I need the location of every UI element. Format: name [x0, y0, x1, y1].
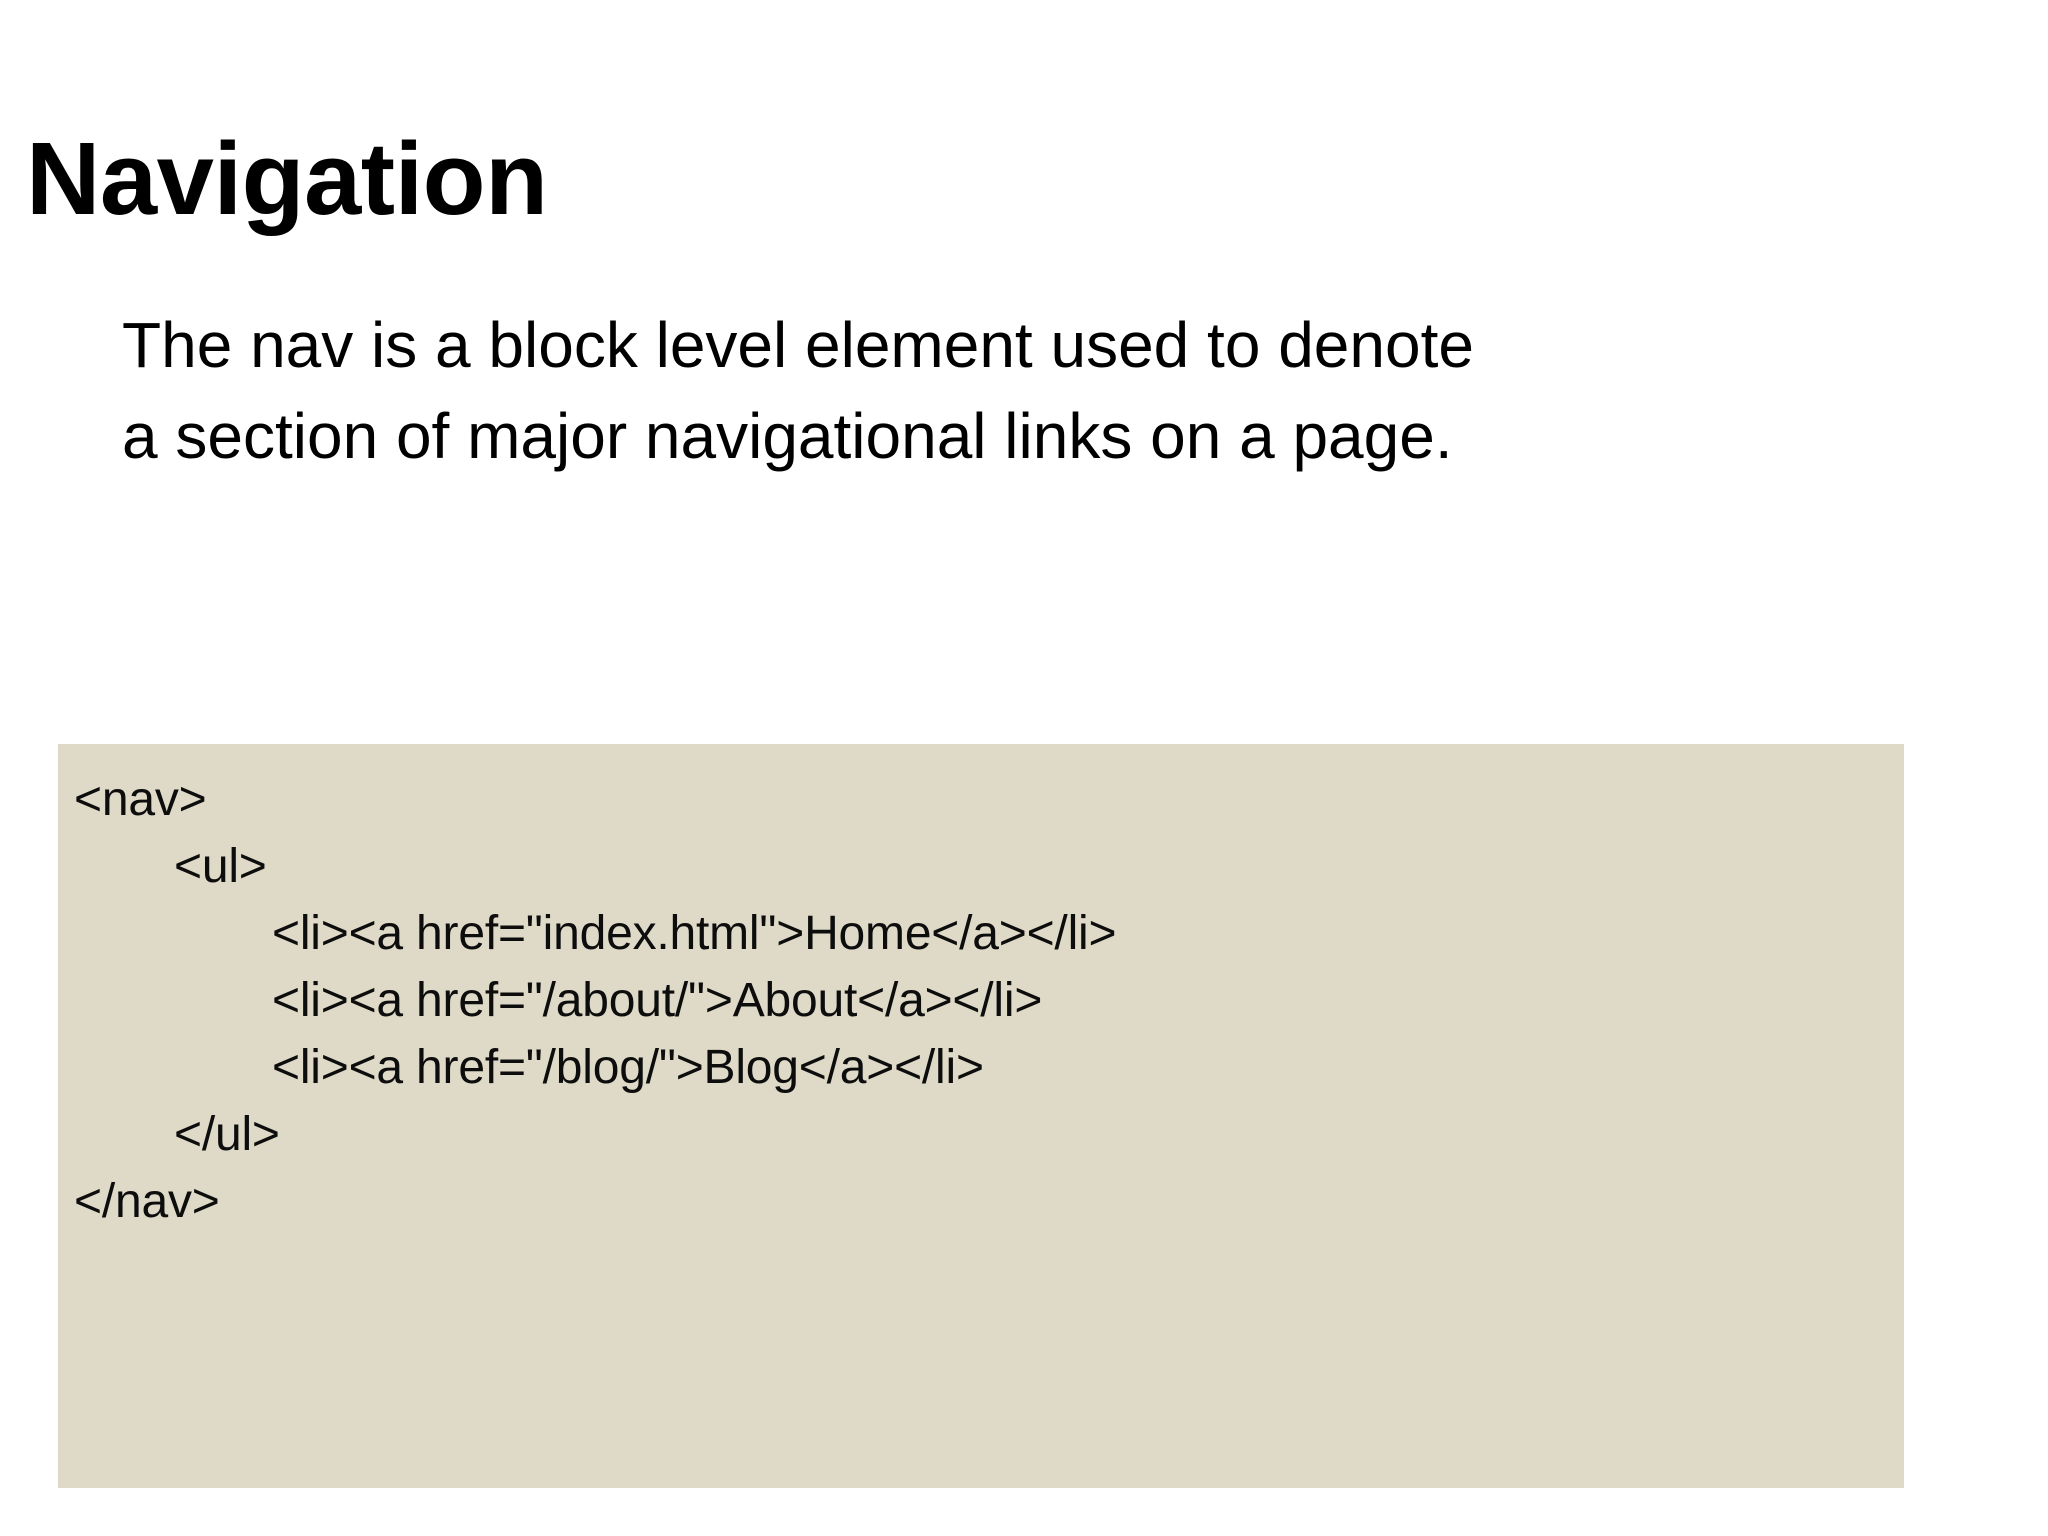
- code-line: <li><a href="index.html">Home</a></li>: [272, 907, 1117, 960]
- code-line: </ul>: [174, 1108, 280, 1161]
- code-block: <nav> <ul> <li><a href="index.html">Home…: [58, 744, 1904, 1488]
- code-line: <li><a href="/about/">About</a></li>: [272, 974, 1043, 1027]
- code-line: </nav>: [74, 1175, 220, 1228]
- body-paragraph-line: a section of major navigational links on…: [122, 399, 1453, 472]
- code-line: <li><a href="/blog/">Blog</a></li>: [272, 1041, 984, 1094]
- page-title: Navigation: [26, 121, 548, 236]
- code-line: <ul>: [174, 840, 267, 893]
- body-paragraph: The nav is a block level element used to…: [122, 300, 1922, 482]
- body-paragraph-line: The nav is a block level element used to…: [122, 309, 1474, 381]
- code-line: <nav>: [74, 773, 207, 826]
